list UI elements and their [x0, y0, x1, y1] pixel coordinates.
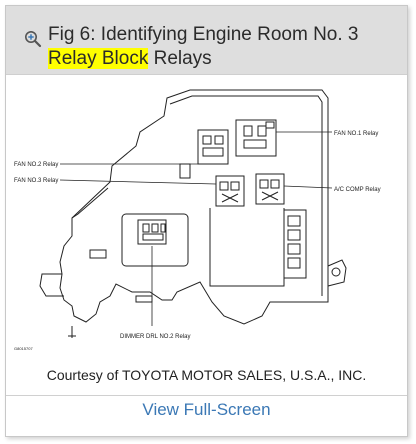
title-prefix: Fig 6: Identifying Engine Room No. 3	[48, 24, 359, 45]
housing-outline	[59, 89, 329, 325]
ac-comp-label: A/C COMP Relay	[334, 187, 381, 193]
dimmer-label: DIMMER DRL NO.2 Relay	[120, 334, 190, 340]
divider	[6, 395, 407, 396]
figure-card: Fig 6: Identifying Engine Room No. 3 Rela…	[5, 5, 408, 437]
fan1-label: FAN NO.1 Relay	[334, 131, 378, 137]
fan3-label: FAN NO.3 Relay	[14, 178, 58, 184]
view-fullscreen-link[interactable]: View Full-Screen	[142, 400, 271, 419]
fan2-label: FAN NO.2 Relay	[14, 162, 58, 168]
title-highlight: Relay Block	[48, 48, 149, 69]
credit-line: Courtesy of TOYOTA MOTOR SALES, U.S.A., …	[46, 367, 367, 383]
title-suffix: Relays	[153, 48, 212, 69]
figure-code: G8015707	[14, 346, 33, 351]
relay-block-diagram: FAN NO.1 Relay FAN NO.2 Relay FAN NO.3 R…	[14, 89, 381, 351]
zoom-in-icon[interactable]	[24, 30, 42, 48]
figure-title: Fig 6: Identifying Engine Room No. 3 Rela…	[48, 23, 398, 71]
figure-header: Fig 6: Identifying Engine Room No. 3 Rela…	[6, 6, 407, 75]
